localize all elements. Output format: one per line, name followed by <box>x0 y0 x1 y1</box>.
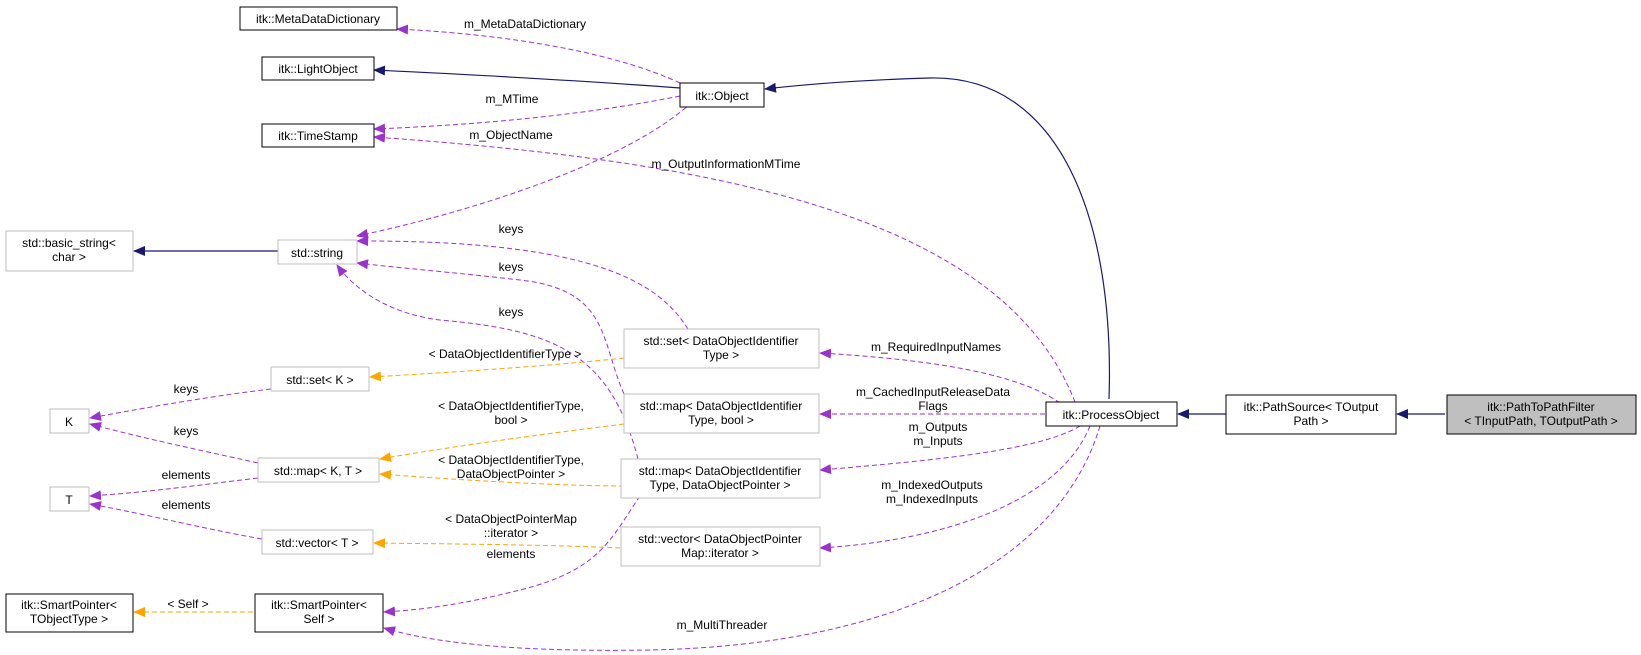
node-timestamp[interactable]: itk::TimeStamp <box>261 123 375 148</box>
label-m-requiredinputnames: m_RequiredInputNames <box>871 340 1001 354</box>
label-elements-mapkt: elements <box>162 468 211 482</box>
edge-object-to-stdstring <box>356 101 693 239</box>
edge-mapbool-to-mapkt <box>379 423 625 463</box>
edge-processobject-to-setdoid <box>819 348 1061 404</box>
node-metadata-dictionary[interactable]: itk::MetaDataDictionary <box>239 6 398 31</box>
edge-mapdop-to-smartpointerself <box>383 495 641 617</box>
node-label: std::map< K, T > <box>274 464 362 478</box>
node-light-object[interactable]: itk::LightObject <box>261 56 375 81</box>
label-tmpl-self: < Self > <box>167 597 208 611</box>
node-vector-t[interactable]: std::vector< T > <box>261 529 374 555</box>
node-label: itk::LightObject <box>278 62 358 76</box>
node-object[interactable]: itk::Object <box>679 82 765 108</box>
node-smartpointer-tobject[interactable]: itk::SmartPointer<TObjectType > <box>5 593 134 633</box>
label-tmpl-setdoid: < DataObjectIdentifierType > <box>429 347 582 361</box>
edge-vectordopmap-to-vectort <box>373 538 621 549</box>
node-path-to-path-filter[interactable]: itk::PathToPathFilter< TInputPath, TOutp… <box>1446 394 1637 435</box>
edge-processobject-to-mapdop <box>819 425 1081 475</box>
node-label: std::string <box>291 246 343 260</box>
label-tmpl-mapdop: < DataObjectIdentifierType,DataObjectPoi… <box>438 453 584 481</box>
edge-labels-layer: m_MetaDataDictionary m_MTime m_ObjectNam… <box>162 17 1011 632</box>
label-elements-vectort: elements <box>162 498 211 512</box>
label-keys-setdoid: keys <box>499 222 524 236</box>
node-process-object[interactable]: itk::ProcessObject <box>1045 401 1178 427</box>
node-label: std::set< K > <box>286 373 353 387</box>
label-keys-mapkt: keys <box>174 424 199 438</box>
edge-object-to-timestamp <box>373 95 681 134</box>
label-m-metadatadictionary: m_MetaDataDictionary <box>464 17 586 31</box>
node-label: itk::TimeStamp <box>278 129 358 143</box>
edge-object-to-lightobject <box>373 65 681 89</box>
node-label: itk::ProcessObject <box>1063 408 1160 422</box>
nodes-layer: itk::MetaDataDictionary itk::LightObject… <box>5 6 1637 633</box>
node-label: itk::SmartPointer<Self > <box>271 598 367 626</box>
node-t[interactable]: T <box>49 486 90 512</box>
node-basic-string[interactable]: std::basic_string<char > <box>5 230 134 272</box>
node-label: itk::Object <box>695 89 749 103</box>
edge-vectort-to-t <box>89 501 263 540</box>
label-keys-setk: keys <box>174 382 199 396</box>
node-map-kt[interactable]: std::map< K, T > <box>257 457 380 483</box>
label-elements-smartpointer: elements <box>487 547 536 561</box>
node-k[interactable]: K <box>49 408 90 434</box>
label-keys-mapdop: keys <box>499 305 524 319</box>
edge-processobject-to-object <box>764 77 1111 400</box>
node-smartpointer-self[interactable]: itk::SmartPointer<Self > <box>254 593 384 633</box>
edge-setdoid-to-stdstring <box>356 235 689 330</box>
node-label: itk::SmartPointer<TObjectType > <box>21 598 117 626</box>
label-tmpl-vectordop: < DataObjectPointerMap::iterator > <box>445 512 577 540</box>
node-label: K <box>65 415 73 429</box>
node-label: itk::PathToPathFilter< TInputPath, TOutp… <box>1464 400 1617 428</box>
edge-object-to-metadatadictionary <box>396 24 681 84</box>
node-std-string[interactable]: std::string <box>277 239 358 265</box>
node-label: std::basic_string<char > <box>22 236 116 264</box>
edge-setdoid-to-setk <box>369 357 625 382</box>
edge-mapkt-to-t <box>89 477 259 501</box>
edge-mapbool-to-stdstring <box>356 259 625 395</box>
label-m-multithreader: m_MultiThreader <box>677 618 768 632</box>
edge-mapdop-to-mapkt <box>379 469 625 487</box>
label-m-objectname: m_ObjectName <box>469 128 553 142</box>
label-keys-mapbool: keys <box>499 260 524 274</box>
label-tmpl-mapbool: < DataObjectIdentifierType,bool > <box>438 399 584 427</box>
node-label: std::vector< T > <box>276 536 359 550</box>
node-label: itk::MetaDataDictionary <box>256 12 380 26</box>
edge-processobject-to-smartpointerself <box>383 425 1101 651</box>
node-label: T <box>65 493 73 507</box>
label-m-mtime: m_MTime <box>486 92 539 106</box>
edge-mapkt-to-k <box>89 422 259 464</box>
edge-processobject-to-vectordopmap <box>819 425 1091 553</box>
edge-setk-to-k <box>89 388 272 421</box>
node-set-k[interactable]: std::set< K > <box>270 366 370 392</box>
label-m-outputinformationmtime: m_OutputInformationMTime <box>652 157 801 171</box>
edges-layer <box>89 24 1445 651</box>
edge-mapdop-to-stdstring <box>336 264 639 460</box>
